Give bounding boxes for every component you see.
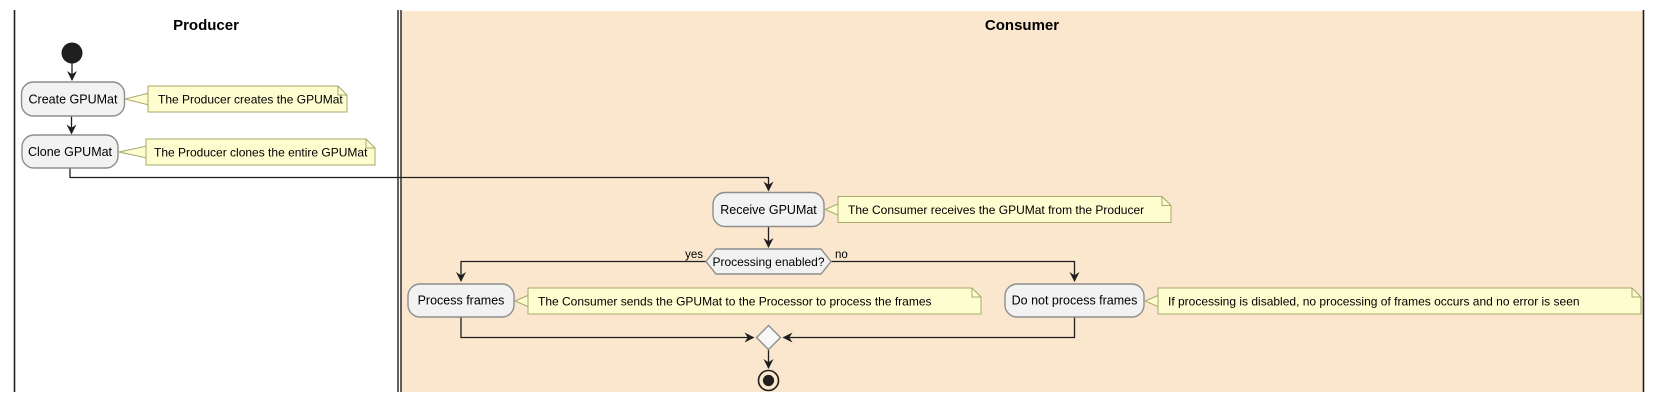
branch-label-no: no	[835, 249, 848, 261]
activity-process-frames-label: Process frames	[418, 294, 505, 308]
note-no-process-fold	[1631, 288, 1641, 298]
note-create-pointer	[124, 92, 150, 106]
end-node-ring	[757, 369, 780, 392]
edge-process-to-merge	[460, 317, 755, 343]
edge-decision-yes-to-process	[456, 260, 706, 282]
note-create-gpumat: The Producer creates the GPUMat	[124, 85, 348, 113]
activity-do-not-process-frames-label: Do not process frames	[1012, 294, 1138, 308]
note-clone-body	[145, 138, 376, 166]
note-create-fold	[337, 86, 347, 96]
activity-create-gpumat-label: Create GPUMat	[29, 93, 118, 107]
connectors	[66, 63, 1080, 369]
swimlanes: Producer Consumer	[13, 10, 1645, 392]
note-process-frames: The Consumer sends the GPUMat to the Pro…	[513, 287, 982, 315]
activity-do-not-process-frames	[1004, 283, 1145, 318]
edge-clone-to-receive	[69, 168, 774, 192]
note-no-process-text: If processing is disabled, no processing…	[1168, 295, 1580, 309]
nodes: Create GPUMat Clone GPUMat Receive GPUMa…	[20, 42, 1145, 392]
branch-label-yes: yes	[685, 249, 703, 261]
edge-decision-no-to-no-process	[831, 260, 1080, 282]
note-clone-fold	[365, 139, 375, 149]
decision-processing-enabled	[705, 248, 832, 275]
activity-process-frames	[407, 283, 515, 318]
decision-processing-enabled-label: Processing enabled?	[712, 255, 824, 269]
note-no-process-body	[1157, 287, 1642, 315]
note-receive-fold	[1161, 196, 1171, 206]
note-clone-gpumat: The Producer clones the entire GPUMat	[118, 138, 376, 166]
note-receive-body	[837, 196, 1172, 223]
producer-lane-title: Producer	[173, 17, 239, 34]
note-receive-text: The Consumer receives the GPUMat from th…	[848, 203, 1144, 217]
merge-diamond	[755, 324, 782, 351]
consumer-lane-title: Consumer	[985, 17, 1059, 34]
note-process-text: The Consumer sends the GPUMat to the Pro…	[538, 295, 932, 309]
notes: The Producer creates the GPUMat The Prod…	[118, 85, 1642, 315]
note-clone-text: The Producer clones the entire GPUMat	[154, 146, 368, 160]
note-process-fold	[971, 288, 981, 298]
activity-receive-gpumat-label: Receive GPUMat	[720, 203, 817, 217]
activity-clone-gpumat-label: Clone GPUMat	[28, 145, 113, 159]
activity-clone-gpumat	[21, 134, 119, 169]
note-create-body	[147, 85, 348, 113]
note-create-text: The Producer creates the GPUMat	[158, 93, 343, 107]
end-node-dot	[762, 374, 775, 387]
note-process-body	[527, 287, 982, 315]
note-no-process-frames: If processing is disabled, no processing…	[1143, 287, 1642, 315]
note-clone-pointer	[118, 145, 148, 159]
activity-create-gpumat	[20, 81, 126, 117]
note-receive-gpumat: The Consumer receives the GPUMat from th…	[823, 196, 1172, 223]
start-node	[61, 42, 83, 64]
edge-no-process-to-merge	[782, 317, 1076, 343]
